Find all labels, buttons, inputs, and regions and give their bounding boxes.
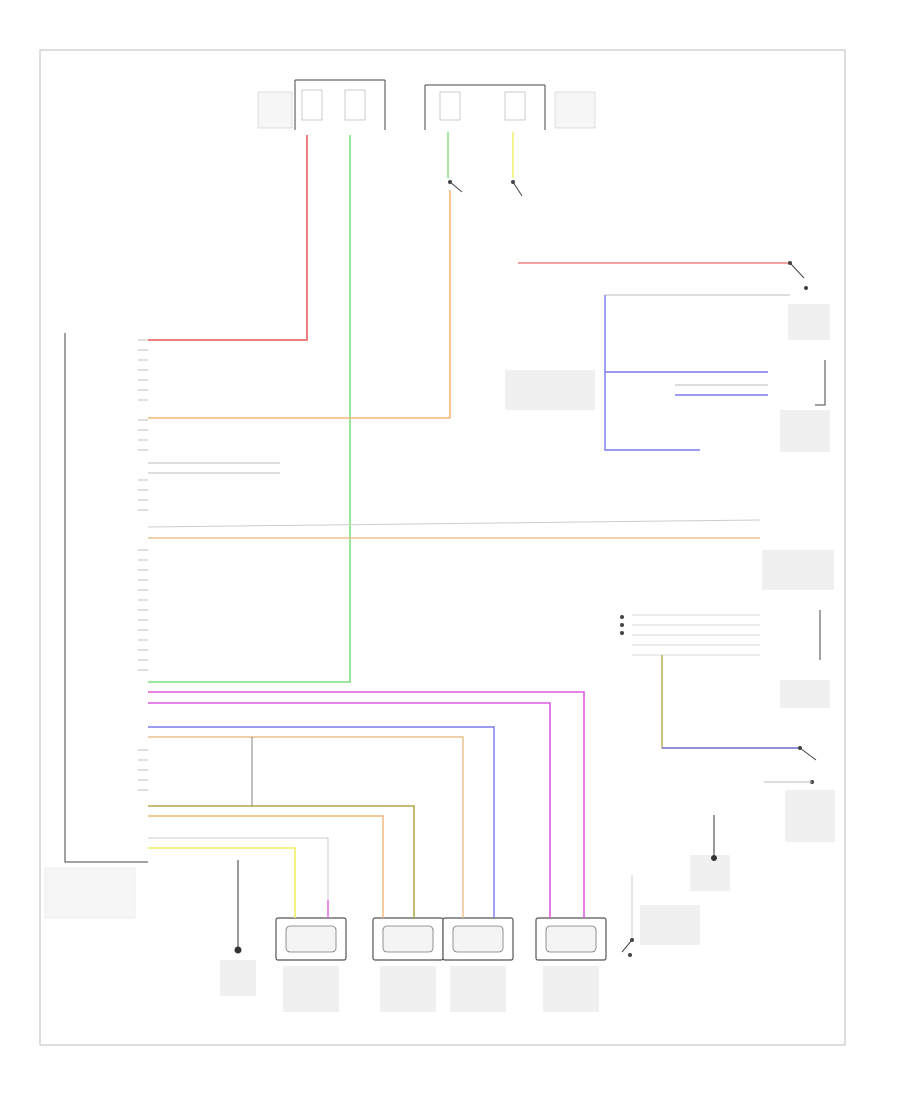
ground-cluster bbox=[711, 815, 717, 861]
wire-bus-gray bbox=[147, 519, 761, 528]
abs-pin-stubs bbox=[138, 339, 148, 791]
wire-sensor-orange bbox=[148, 815, 384, 900]
wire-sensor-yellow bbox=[148, 847, 296, 900]
wire-sensor-magenta-1 bbox=[148, 691, 585, 900]
parking-brake-switch bbox=[764, 746, 817, 784]
ground-abs bbox=[234, 946, 242, 954]
parking-brake-lamp-switch bbox=[621, 875, 634, 957]
wheel-speed-sensor-right-rear bbox=[535, 900, 607, 961]
wire-sensor-magenta-2 bbox=[148, 702, 551, 900]
wheel-speed-sensor-left-rear bbox=[442, 900, 514, 961]
fuse-box-top-right bbox=[424, 84, 596, 130]
instrument-cluster bbox=[620, 610, 821, 660]
wheel-speed-sensor-right-front bbox=[372, 900, 444, 961]
wire-parking-brake bbox=[661, 655, 800, 749]
wire-battery-red bbox=[148, 135, 308, 341]
wire-sensor-tan bbox=[148, 736, 464, 900]
wire-blue-bus bbox=[604, 295, 700, 451]
abs-module bbox=[44, 333, 148, 919]
wire-sensor-olive bbox=[148, 805, 415, 900]
wire-sensor-blue bbox=[148, 726, 495, 900]
wire-stoplamp-orange bbox=[148, 190, 451, 419]
sensor-label-blocks bbox=[220, 304, 835, 1012]
pcm-bracket bbox=[815, 360, 826, 406]
wheel-speed-sensor-left-front bbox=[275, 900, 347, 961]
stoplamp-switch bbox=[788, 261, 808, 290]
wire-ignition-green bbox=[148, 135, 351, 683]
wire-sensor-gray bbox=[148, 837, 329, 900]
fuse-box-top-left bbox=[257, 79, 386, 130]
brake-pedal-switch bbox=[448, 180, 523, 197]
diagram-frame bbox=[39, 49, 846, 1046]
